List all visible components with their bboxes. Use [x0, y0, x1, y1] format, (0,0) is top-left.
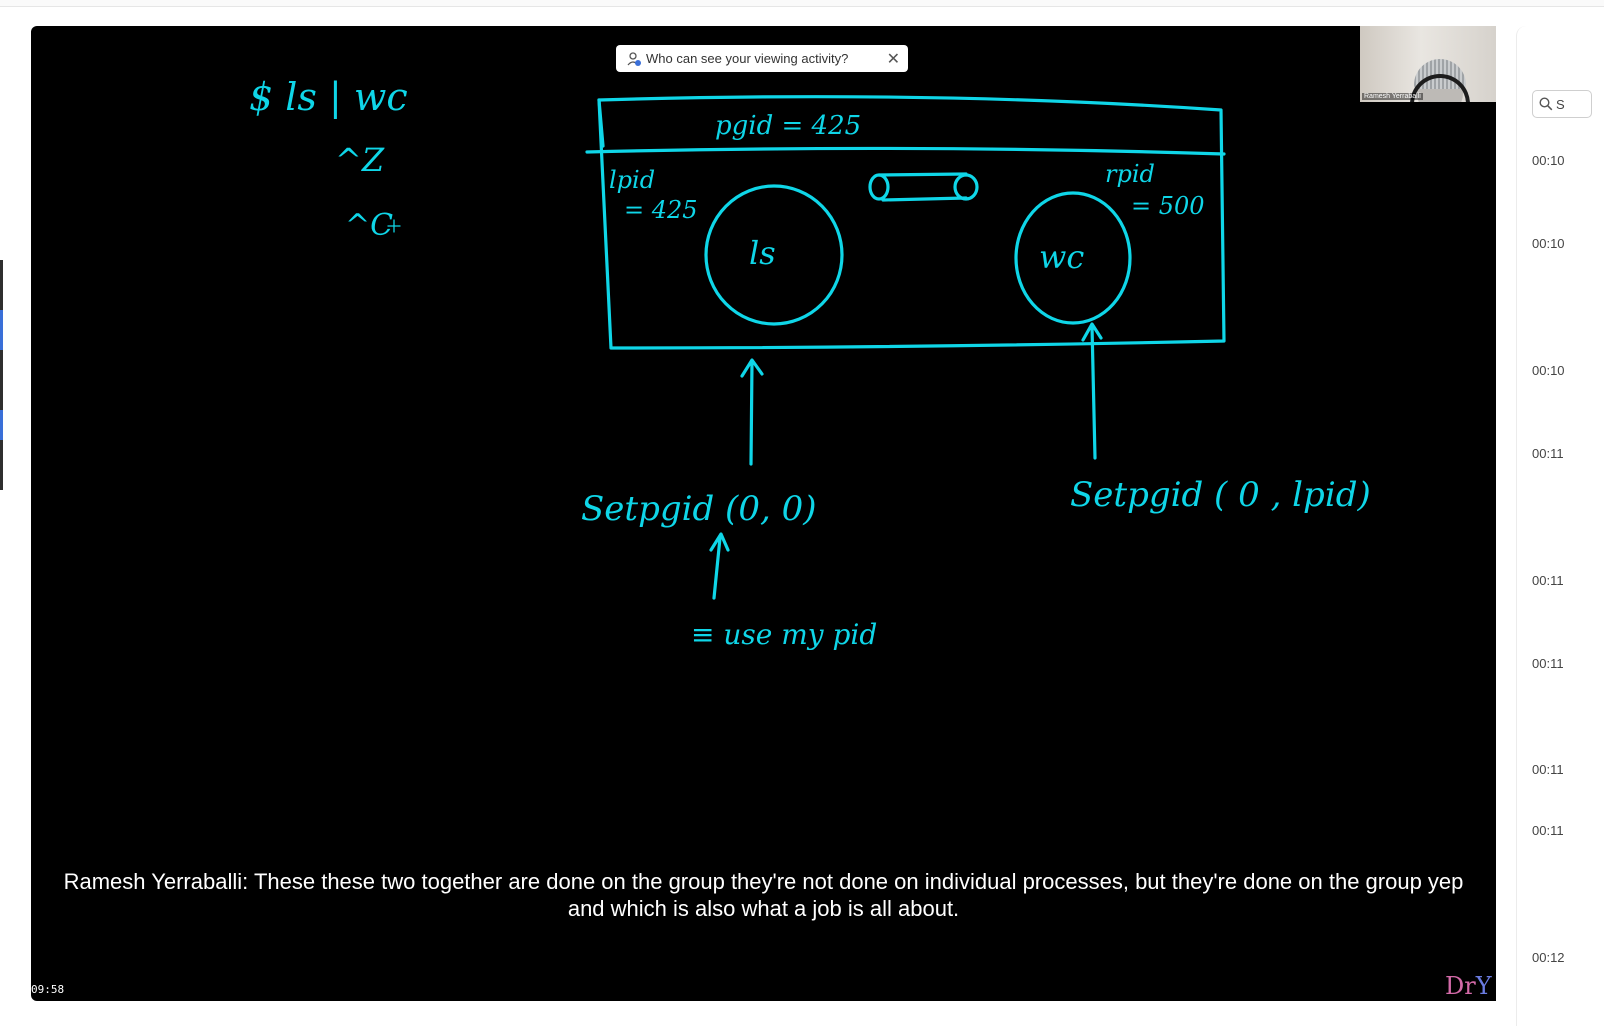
wb-arrow-left [740, 358, 764, 466]
wb-shell-command: $ ls | wc [249, 75, 408, 119]
wb-ls-circle [704, 184, 844, 326]
wb-wc-label: wc [1039, 238, 1084, 276]
transcript-timestamp[interactable]: 00:12 [1532, 950, 1565, 965]
transcript-timestamp[interactable]: 00:11 [1532, 656, 1564, 671]
viewing-activity-banner[interactable]: Who can see your viewing activity? ✕ [616, 45, 908, 72]
wb-box-corner [597, 98, 605, 148]
close-icon[interactable]: ✕ [886, 50, 900, 68]
left-edge-accent [0, 410, 3, 440]
wb-pipe-end-left [868, 173, 890, 201]
transcript-timestamp[interactable]: 00:11 [1532, 823, 1564, 838]
video-player[interactable]: $ ls | wc ^Z ^C pgid = 425 lpid = 425 rp… [31, 26, 1496, 1001]
window-top-strip [0, 0, 1604, 7]
viewing-activity-text[interactable]: Who can see your viewing activity? [646, 51, 849, 66]
transcript-panel: S 00:10 00:10 00:10 00:11 00:11 00:11 00… [1516, 26, 1604, 1026]
wb-arrow-right [1081, 322, 1103, 460]
wb-note: ≡ use my pid [691, 618, 877, 651]
whiteboard-drawing: $ ls | wc ^Z ^C pgid = 425 lpid = 425 rp… [249, 75, 1371, 651]
wb-group-divider [585, 146, 1226, 156]
wb-group-box [597, 95, 1226, 350]
search-icon [1539, 97, 1553, 111]
wb-left-call: Setpgid (0, 0) [581, 489, 816, 529]
wb-ctrl-c: ^C [345, 208, 393, 243]
brand-dr: Dr [1445, 972, 1476, 1000]
left-edge-strip [0, 260, 3, 490]
search-placeholder: S [1556, 96, 1565, 112]
transcript-timestamp[interactable]: 00:10 [1532, 236, 1565, 251]
wb-pgid-label: pgid = 425 [715, 111, 861, 141]
transcript-search-input[interactable]: S [1532, 90, 1592, 118]
transcript-timestamp[interactable]: 00:11 [1532, 446, 1564, 461]
speaker-video-thumbnail[interactable]: Ramesh Yerraballi [1360, 26, 1496, 102]
transcript-timestamp[interactable]: 00:10 [1532, 363, 1565, 378]
wb-lpid-label: lpid [609, 166, 655, 194]
brand-watermark: DrY [1445, 972, 1492, 1000]
cursor-crosshair [387, 219, 401, 233]
speaker-name: Ramesh Yerraballi [1362, 93, 1423, 100]
wb-right-call: Setpgid ( 0 , lpid) [1070, 475, 1371, 515]
wb-pipe-body [877, 172, 968, 202]
video-timestamp: 09:58 [31, 983, 65, 996]
transcript-timestamp[interactable]: 00:10 [1532, 153, 1565, 168]
wb-arrow-note [709, 532, 730, 600]
wb-pipe-end-right [953, 173, 979, 201]
wb-ls-label: ls [749, 234, 776, 272]
closed-caption: Ramesh Yerraballi: These these two toget… [63, 869, 1464, 921]
wb-rpid-value: = 500 [1131, 192, 1205, 220]
wb-lpid-value: = 425 [624, 196, 698, 224]
left-edge-accent [0, 310, 3, 350]
brand-y: Y [1475, 972, 1492, 1000]
wb-ctrl-z: ^Z [335, 141, 385, 179]
wb-rpid-label: rpid [1105, 160, 1155, 188]
wb-wc-circle [1014, 191, 1132, 325]
viewer-privacy-icon [626, 51, 642, 67]
transcript-timestamp[interactable]: 00:11 [1532, 573, 1564, 588]
transcript-timestamp[interactable]: 00:11 [1532, 762, 1564, 777]
